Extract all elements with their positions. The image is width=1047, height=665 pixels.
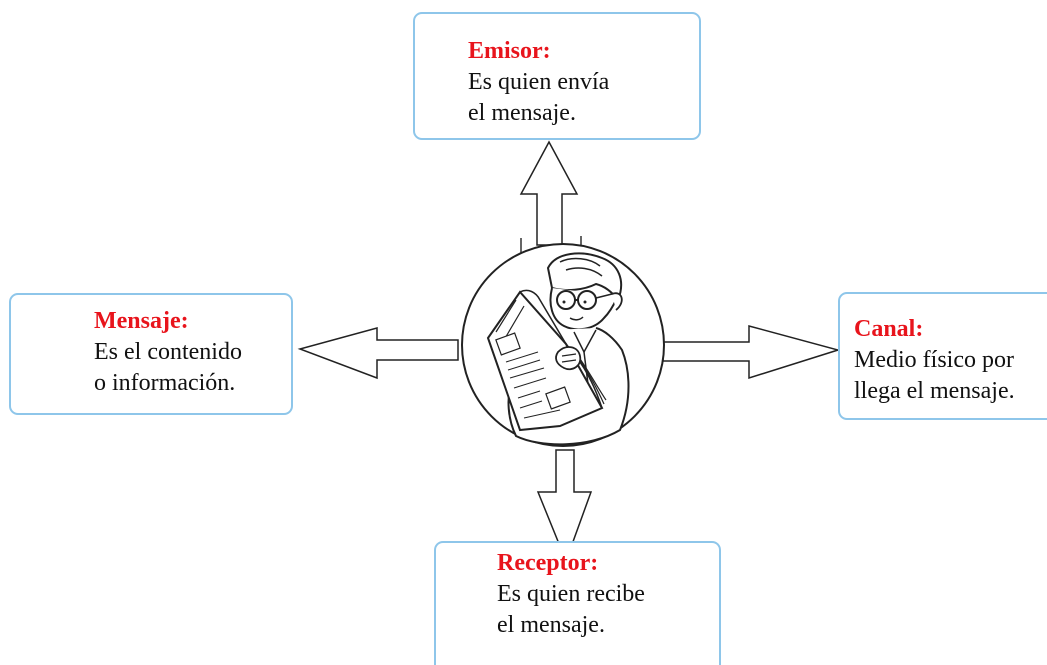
mensaje-line-2: o información. bbox=[94, 370, 236, 396]
arrow-up bbox=[519, 140, 579, 246]
mensaje-box: Mensaje: Es el contenido o información. bbox=[9, 293, 293, 415]
canal-line-1: Medio físico por bbox=[854, 347, 1014, 373]
emisor-title: Emisor: bbox=[468, 38, 551, 64]
man-reading-newspaper-icon bbox=[461, 243, 665, 447]
emisor-box: Emisor: Es quien envía el mensaje. bbox=[413, 12, 701, 140]
mensaje-text: Mensaje: Es el contenido o información. bbox=[94, 306, 242, 399]
emisor-text: Emisor: Es quien envía el mensaje. bbox=[468, 36, 609, 129]
receptor-title: Receptor: bbox=[497, 550, 599, 576]
receptor-box: Receptor: Es quien recibe el mensaje. bbox=[434, 541, 721, 665]
receptor-text: Receptor: Es quien recibe el mensaje. bbox=[497, 548, 645, 641]
mensaje-title: Mensaje: bbox=[94, 308, 189, 334]
mensaje-line-1: Es el contenido bbox=[94, 339, 242, 365]
arrow-left bbox=[297, 327, 459, 380]
canal-box: Canal: Medio físico por llega el mensaje… bbox=[838, 292, 1047, 420]
arrow-down bbox=[536, 449, 593, 564]
receptor-line-2: el mensaje. bbox=[497, 612, 605, 638]
canal-line-2: llega el mensaje. bbox=[854, 378, 1015, 404]
canal-title: Canal: bbox=[854, 316, 924, 342]
arrow-right bbox=[662, 325, 841, 380]
emisor-line-2: el mensaje. bbox=[468, 100, 576, 126]
canal-text: Canal: Medio físico por llega el mensaje… bbox=[854, 314, 1015, 407]
emisor-line-1: Es quien envía bbox=[468, 69, 610, 95]
receptor-line-1: Es quien recibe bbox=[497, 581, 645, 607]
